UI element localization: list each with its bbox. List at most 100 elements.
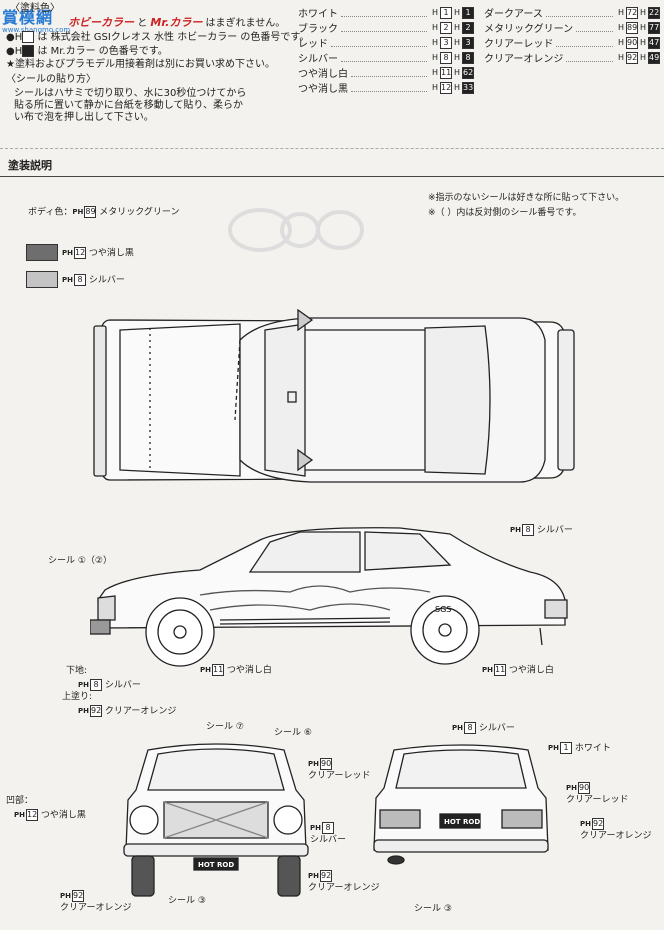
decal-line3: い布で泡を押し出して下さい。 xyxy=(14,112,154,123)
h-mark: H xyxy=(431,8,438,17)
decal-1-label: シール ①（②） xyxy=(48,556,112,566)
dot-leader xyxy=(331,38,427,47)
base-coat-label: 下地: xyxy=(66,666,88,676)
name: クリアーレッド xyxy=(308,770,371,781)
code: 8 xyxy=(464,722,476,734)
paint-name: つや消し白 xyxy=(298,69,348,80)
legend-name: シルバー xyxy=(88,275,125,286)
paint-corner-label: 〈塗料色〉 xyxy=(10,3,60,14)
mr-color-code: 49 xyxy=(648,51,660,64)
code: 8 xyxy=(522,524,534,536)
name: クリアーオレンジ xyxy=(60,902,132,913)
hobby-color-logo: ホビーカラー xyxy=(68,16,134,29)
code: 92 xyxy=(592,818,604,830)
h-mark: H xyxy=(431,53,438,62)
car-side-view: SGS xyxy=(90,527,568,667)
paint-name: ダークアース xyxy=(484,9,543,20)
h-mark: H xyxy=(617,38,624,47)
h-mark: H xyxy=(617,8,624,17)
name: クリアーオレンジ xyxy=(308,882,380,893)
paint-name: ブラック xyxy=(298,24,338,35)
mr-color-code: 1 xyxy=(462,6,474,19)
code: 11 xyxy=(494,664,506,676)
hobby-color-code: 1 xyxy=(439,6,452,19)
dot-leader xyxy=(576,23,613,32)
body-color-label: ボディ色： xyxy=(28,207,73,218)
legend-code: 12 xyxy=(74,247,86,259)
mr-color-code: 8 xyxy=(462,51,474,64)
mr-color-logo: Mr.カラー xyxy=(150,16,203,29)
hobby-color-code: 11 xyxy=(439,66,452,79)
faint-background-logo xyxy=(228,208,364,252)
dot-leader xyxy=(341,23,427,32)
hobby-color-code: 8 xyxy=(439,51,452,64)
paint-name: クリアーオレンジ xyxy=(484,54,564,65)
car-top-view xyxy=(93,308,575,483)
body-color-name: メタリックグリーン xyxy=(99,207,180,218)
line3-text: は Mr.カラー の色番号です。 xyxy=(37,46,168,57)
car-rear-view: HOT ROD xyxy=(373,744,549,865)
header-notes: 〈塗料色〉 xyxy=(10,3,60,15)
legend-name: つや消し黒 xyxy=(88,248,134,259)
h-mark: H xyxy=(453,68,460,77)
legend-code: 8 xyxy=(74,274,86,286)
name: クリアーレッド xyxy=(566,794,629,805)
line3-prefix: ●H xyxy=(6,46,23,57)
hobby-color-code: 2 xyxy=(439,21,452,34)
name: クリアーオレンジ xyxy=(580,830,652,841)
name: ホワイト xyxy=(574,743,611,754)
h-mark: H xyxy=(639,53,646,62)
recess-label: 凹部： xyxy=(6,796,34,806)
note-unspecified-decals: ※指示のないシールは好きな所に貼って下さい。 xyxy=(428,193,625,203)
name: シルバー xyxy=(310,834,347,845)
name: つや消し白 xyxy=(226,665,272,676)
h-mark: H xyxy=(453,38,460,47)
name: シルバー xyxy=(104,680,141,691)
h-mark: H xyxy=(617,23,624,32)
dot-leader xyxy=(545,8,613,17)
legend-swatch-silver xyxy=(26,271,58,288)
header-divider xyxy=(0,148,664,149)
line2-text: は 株式会社 GSIクレオス 水性 ホビーカラー の色番号です。 xyxy=(37,32,310,43)
mr-color-code: 3 xyxy=(462,36,474,49)
dot-leader xyxy=(341,53,427,62)
h-mark: H xyxy=(431,68,438,77)
code: 8 xyxy=(90,679,102,691)
hobby-color-code: 89 xyxy=(625,21,638,34)
code: 12 xyxy=(26,809,38,821)
paint-name: シルバー xyxy=(298,54,338,65)
code: 90 xyxy=(320,758,332,770)
code: 1 xyxy=(560,742,572,754)
h-mark: H xyxy=(453,53,460,62)
rear-decal-3: シール ③ xyxy=(414,904,452,914)
dot-leader xyxy=(556,38,613,47)
line1-text: はまぎれません。 xyxy=(205,18,286,29)
header-line1: ホビーカラー と Mr.カラー はまぎれません。 xyxy=(68,17,285,30)
hobby-box-icon xyxy=(22,31,35,43)
h-mark: H xyxy=(639,8,646,17)
line2-prefix: ●H xyxy=(6,32,23,43)
paint-name: ホワイト xyxy=(298,9,338,20)
decal-7-label: シール ⑦ xyxy=(206,722,244,732)
mr-color-code: 2 xyxy=(462,21,474,34)
car-front-view: HOT ROD xyxy=(123,743,309,897)
